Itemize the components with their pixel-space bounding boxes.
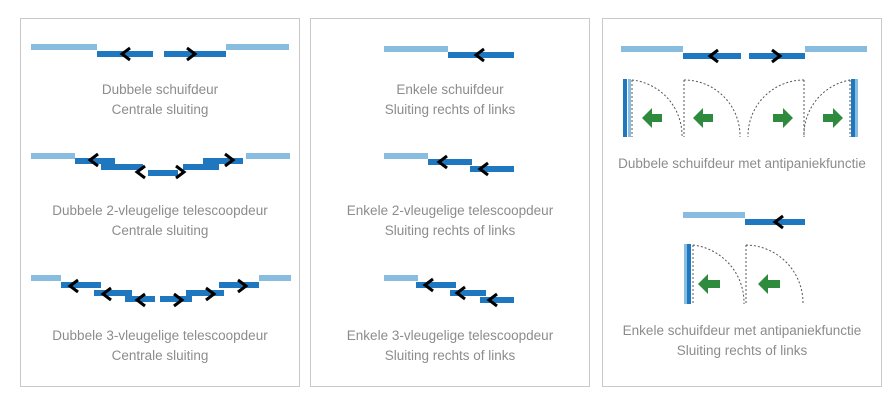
caption-double-antipanic: Dubbele schuifdeur met antipaniekfunctie: [603, 154, 881, 174]
caption-line1: Enkele 3-vleugelige telescoopdeur: [346, 328, 554, 343]
caption-line2: Centrale sluiting: [111, 102, 209, 117]
panel-double-doors: Dubbele schuifdeur Centrale sluiting Dub…: [20, 18, 300, 387]
caption-line1: Dubbele 2-vleugelige telescoopdeur: [52, 203, 268, 218]
caption-line2: Sluiting rechts of links: [676, 343, 808, 358]
panel-antipanic-doors: Dubbele schuifdeur met antipaniekfunctie…: [602, 18, 882, 387]
panel-single-doors: Enkele schuifdeur Sluiting rechts of lin…: [310, 18, 590, 387]
caption-line1: Dubbele schuifdeur: [101, 82, 219, 97]
caption-double-3-leaf: Dubbele 3-vleugelige telescoopdeur Centr…: [21, 326, 299, 366]
caption-single-2-leaf: Enkele 2-vleugelige telescoopdeur Sluiti…: [311, 201, 589, 241]
caption-single-3-leaf: Enkele 3-vleugelige telescoopdeur Sluiti…: [311, 326, 589, 366]
caption-double-2-leaf: Dubbele 2-vleugelige telescoopdeur Centr…: [21, 201, 299, 241]
caption-double-sliding-door: Dubbele schuifdeur Centrale sluiting: [21, 80, 299, 120]
caption-line2: Centrale sluiting: [111, 223, 209, 238]
caption-line1: Enkele schuifdeur met antipaniekfunctie: [622, 323, 862, 338]
caption-line1: Enkele 2-vleugelige telescoopdeur: [346, 203, 554, 218]
caption-line2: Sluiting rechts of links: [384, 223, 516, 238]
caption-single-antipanic: Enkele schuifdeur met antipaniekfunctie …: [603, 321, 881, 361]
caption-line2: Centrale sluiting: [111, 348, 209, 363]
caption-line2: Sluiting rechts of links: [384, 102, 516, 117]
caption-line1: Dubbele 3-vleugelige telescoopdeur: [52, 328, 268, 343]
caption-line2: Sluiting rechts of links: [384, 348, 516, 363]
caption-single-sliding-door: Enkele schuifdeur Sluiting rechts of lin…: [311, 80, 589, 120]
caption-line1: Enkele schuifdeur: [396, 82, 504, 97]
caption-line1: Dubbele schuifdeur met antipaniekfunctie: [618, 156, 866, 171]
